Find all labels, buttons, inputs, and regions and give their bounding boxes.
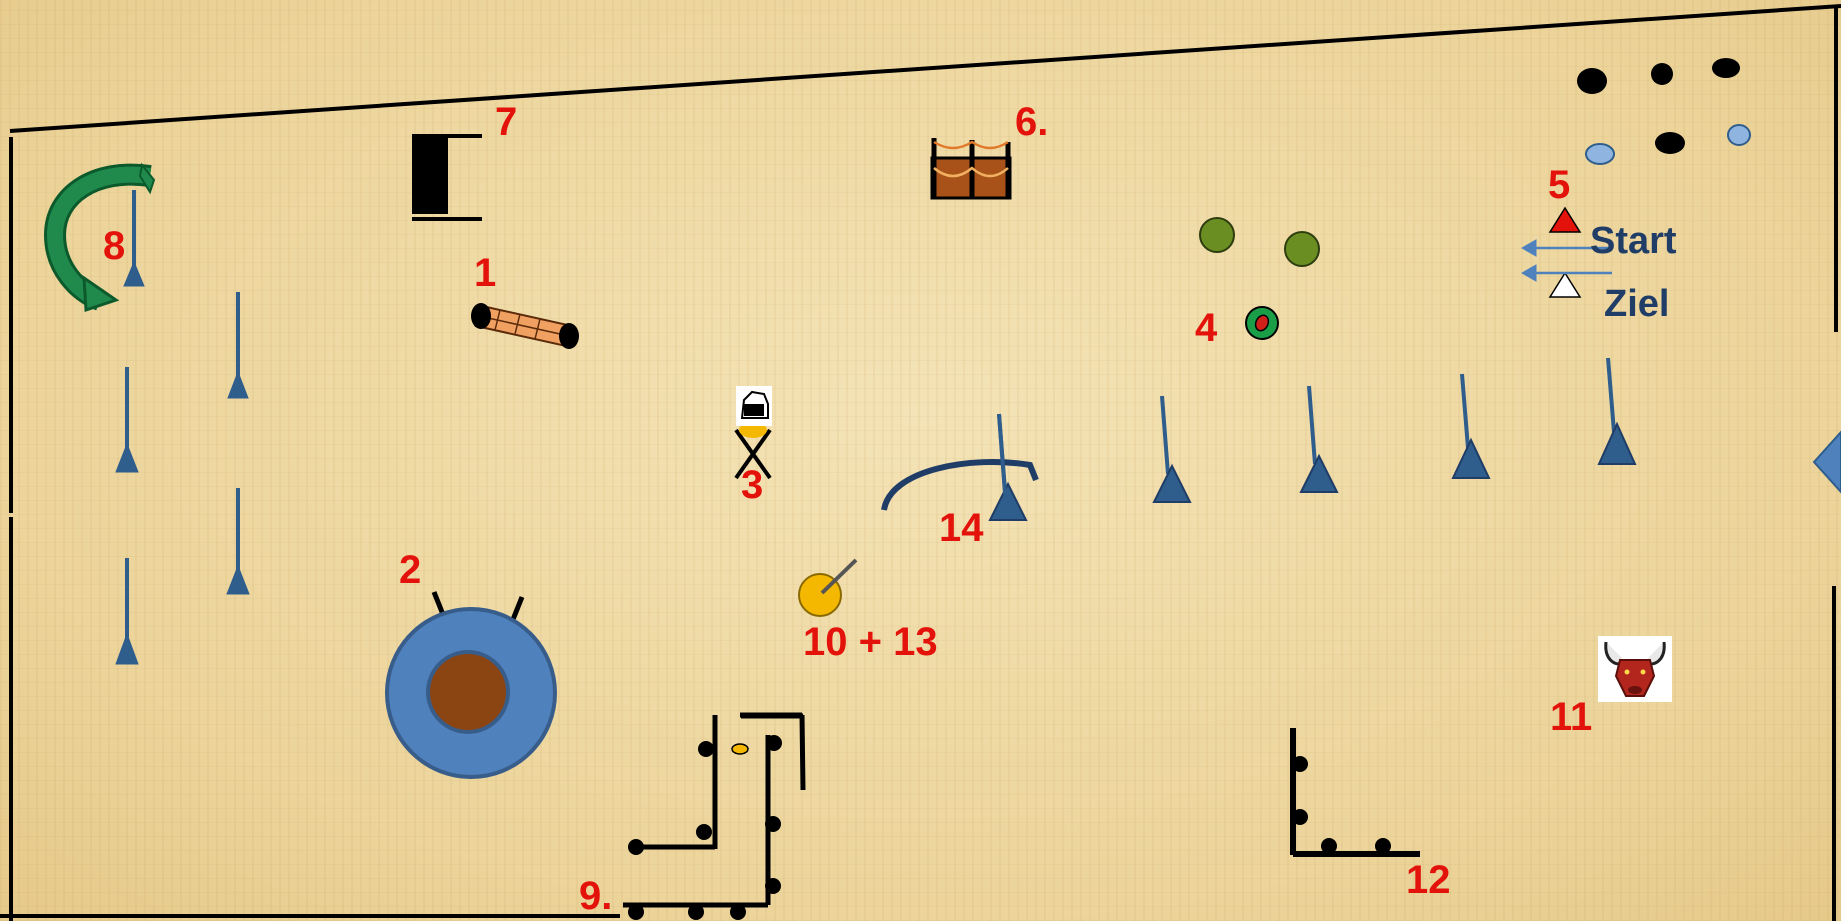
station-label-8: 8 (103, 226, 125, 266)
start-triangle-icon (1550, 208, 1580, 232)
pole-path-nine-posts (628, 735, 782, 920)
ball-icon (1200, 218, 1234, 252)
station-label-12: 12 (1406, 860, 1451, 900)
arena-border (0, 6, 1841, 921)
pole-group-right (990, 358, 1635, 520)
fence-icon (932, 138, 1010, 198)
finish-label: Ziel (1604, 285, 1669, 323)
pole-icon (116, 558, 138, 664)
tunnel-icon (471, 303, 579, 349)
station-label-6: 6. (1015, 102, 1048, 142)
pole-icon (116, 367, 138, 472)
pole-path-twelve (1292, 728, 1420, 855)
station-label-3: 3 (741, 465, 763, 505)
station-label-4: 4 (1195, 308, 1217, 348)
start-label: Start (1590, 222, 1677, 260)
pole-icon (1599, 358, 1635, 464)
station-label-2: 2 (399, 550, 421, 590)
entrance-arrow (1814, 432, 1841, 492)
station-label-10-13: 10 + 13 (803, 622, 938, 662)
pole-icon (228, 292, 248, 398)
pole-group-left (116, 190, 249, 664)
marker-group (1577, 58, 1750, 164)
station-label-14: 14 (939, 508, 984, 548)
station-label-9: 9. (579, 876, 612, 916)
pole-icon (1301, 386, 1337, 492)
pole-icon (227, 488, 249, 594)
station-label-1: 1 (474, 253, 496, 293)
bull-head-icon (1598, 636, 1672, 702)
station-label-11: 11 (1550, 697, 1592, 737)
finish-triangle-icon (1550, 273, 1580, 297)
pole-icon (1154, 396, 1190, 502)
station-label-5: 5 (1548, 165, 1570, 205)
pole-icon (1453, 374, 1489, 478)
lasso-icon (799, 560, 856, 616)
pole-icon (124, 190, 144, 286)
gate-icon (412, 136, 482, 219)
station-label-7: 7 (495, 102, 517, 142)
ball-icon (1285, 232, 1319, 266)
horse-head-icon (736, 386, 772, 426)
ball-group-green (1200, 218, 1319, 339)
ring-icon (387, 592, 555, 777)
pole-icon (990, 414, 1026, 520)
